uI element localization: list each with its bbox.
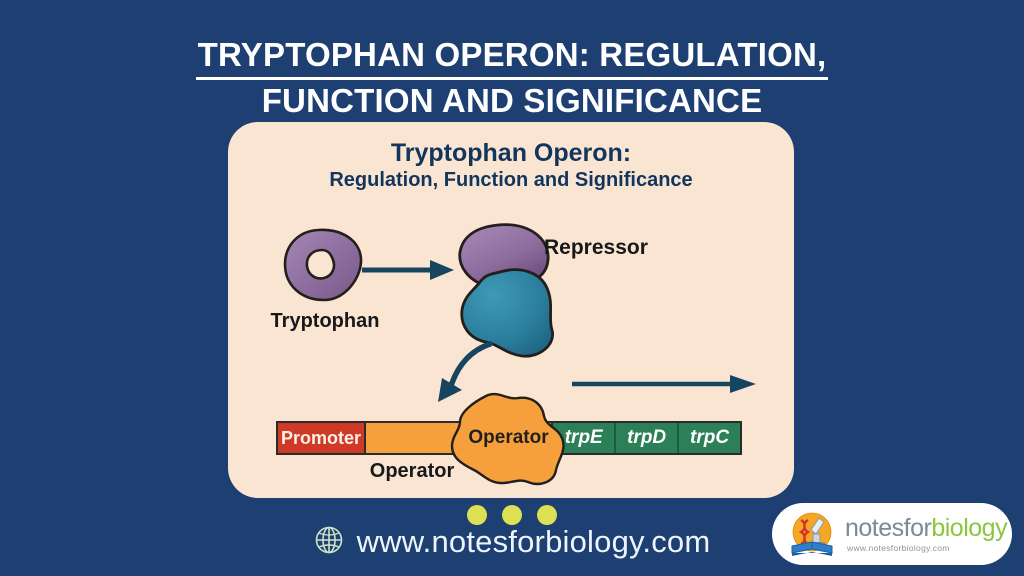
card-subtitle: Regulation, Function and Significance <box>329 169 693 191</box>
diagram-card: Tryptophan Operon: Regulation, Function … <box>228 122 794 498</box>
dot-2 <box>502 505 522 525</box>
footer-url: www.notesforbiology.com <box>0 524 1024 560</box>
page-title-line-1: TRYPTOPHAN OPERON: REGULATION, <box>195 34 829 81</box>
dot-1 <box>467 505 487 525</box>
footer-url-text: www.notesforbiology.com <box>356 524 711 559</box>
dot-3 <box>537 505 557 525</box>
binding-arrow-icon <box>360 257 456 283</box>
logo-word-part-2: biology <box>931 513 1008 542</box>
decorative-dots <box>0 505 1024 525</box>
tryptophan-molecule-icon <box>282 228 364 302</box>
segment-trpC: trpC <box>677 423 740 453</box>
tryptophan-label: Tryptophan <box>270 310 380 332</box>
operator-protein-blob-icon <box>446 390 571 487</box>
operator-caption: Operator <box>369 460 455 482</box>
operator-blob-label: Operator <box>468 427 549 448</box>
microscope-book-dna-icon <box>786 508 838 560</box>
repressor-to-operator-arrow-icon <box>426 340 506 420</box>
transcription-arrow-icon <box>570 372 758 396</box>
logo-wordmark: notesforbiology <box>845 513 1008 542</box>
repressor-label: Repressor <box>544 236 648 259</box>
segment-trpD: trpD <box>614 423 678 453</box>
segment-promoter: Promoter <box>278 423 367 453</box>
logo-text: notesforbiology www.notesforbiology.com <box>845 513 1008 553</box>
page-title-line-2: FUNCTION AND SIGNIFICANCE <box>259 80 765 127</box>
repressor-molecule-icon <box>440 222 568 362</box>
logo-sub-url: www.notesforbiology.com <box>847 542 950 553</box>
site-logo-badge[interactable]: notesforbiology www.notesforbiology.com <box>772 503 1012 565</box>
card-title: Tryptophan Operon: <box>390 139 632 167</box>
page-title: TRYPTOPHAN OPERON: REGULATION, FUNCTION … <box>0 34 1024 127</box>
logo-word-part-1: notesfor <box>845 513 932 542</box>
globe-icon <box>314 525 344 560</box>
